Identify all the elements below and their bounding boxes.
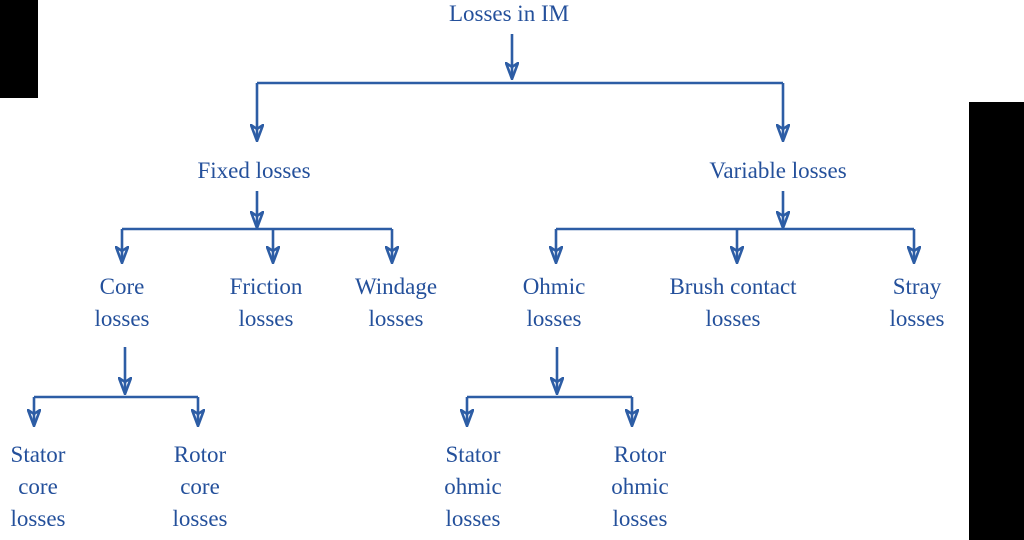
node-rotor-core-losses: Rotor core losses: [172, 442, 228, 531]
node-variable-losses: Variable losses: [709, 158, 847, 183]
node-losses-in-im: Losses in IM: [448, 1, 570, 26]
redaction-block-top-left: [0, 0, 38, 98]
node-fixed-losses: Fixed losses: [197, 158, 311, 183]
node-stator-ohmic-losses: Stator ohmic losses: [444, 442, 502, 531]
node-stator-core-losses: Stator core losses: [10, 442, 66, 531]
node-stray-losses: Stray losses: [889, 274, 945, 331]
node-brush-contact-losses: Brush contact losses: [669, 274, 797, 331]
node-rotor-ohmic-losses: Rotor ohmic losses: [611, 442, 669, 531]
node-friction-losses: Friction losses: [229, 274, 303, 331]
node-ohmic-losses: Ohmic losses: [522, 274, 586, 331]
node-windage-losses: Windage losses: [354, 274, 438, 331]
node-core-losses: Core losses: [94, 274, 150, 331]
redaction-block-right: [969, 102, 1024, 540]
